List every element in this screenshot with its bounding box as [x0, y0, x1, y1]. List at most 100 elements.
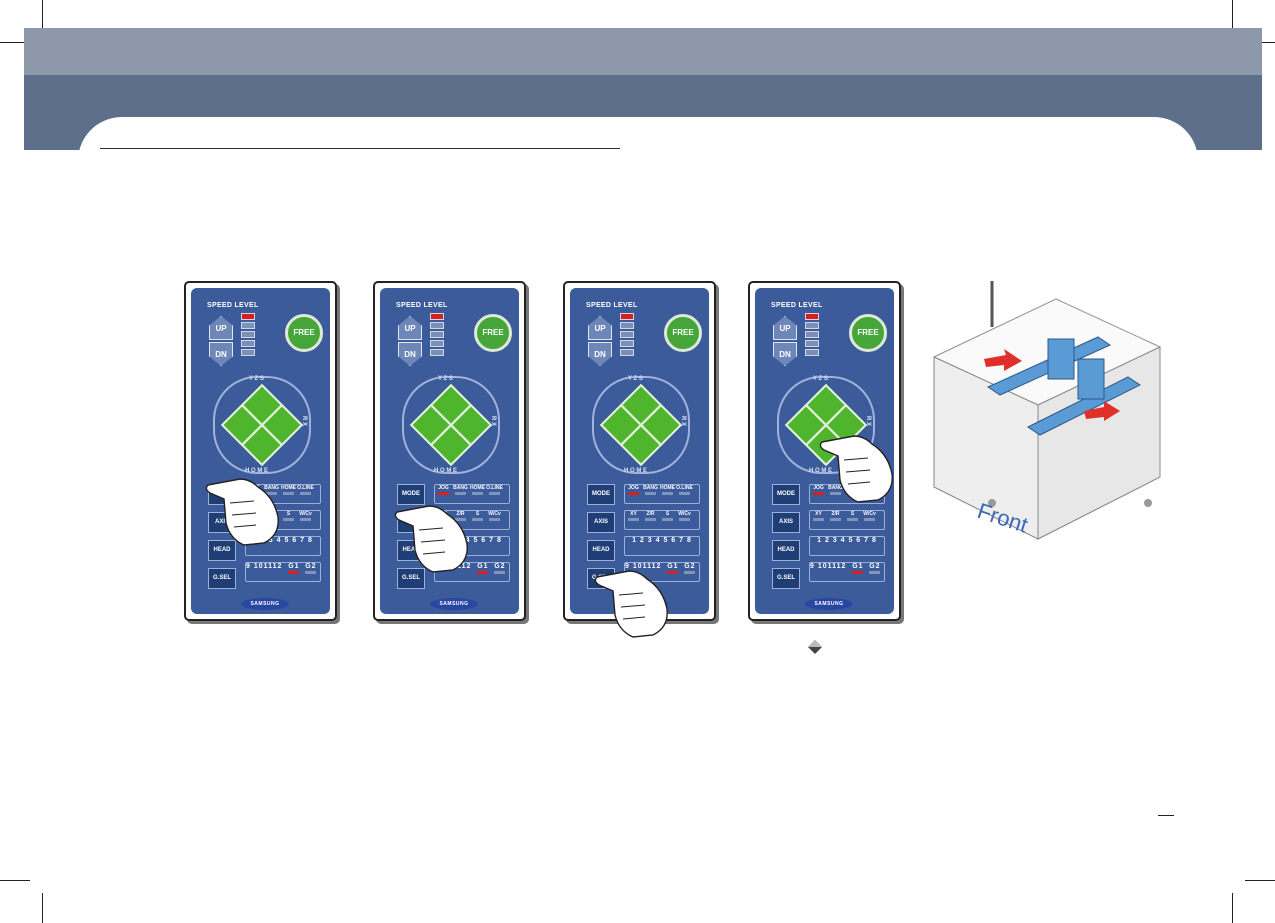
speed-level-indicator	[620, 313, 634, 365]
free-button[interactable]: FREE	[849, 314, 887, 352]
speed-control: UP DN	[773, 316, 797, 366]
free-button[interactable]: FREE	[285, 314, 323, 352]
axis-button[interactable]: AXIS	[587, 512, 615, 533]
content-tab	[78, 117, 1198, 177]
level-led	[620, 340, 634, 347]
gsel-button[interactable]: G.SEL	[397, 568, 425, 589]
home-label: HOME	[844, 485, 861, 495]
oline-label: O.LINE	[676, 485, 693, 495]
speed-level-label: SPEED LEVEL	[586, 302, 638, 309]
direction-pad: Y Z S R X H O M E	[402, 376, 500, 474]
led	[438, 518, 449, 521]
up-button[interactable]: UP	[209, 316, 233, 340]
mode-button[interactable]: MODE	[397, 484, 425, 505]
head-numbers: 9 101112	[810, 563, 847, 570]
head-row: 1 2 3 4 5 6 7 8	[245, 536, 321, 556]
axis-button[interactable]: AXIS	[772, 512, 800, 533]
remote-panel: SPEED LEVEL UP DN FREE Y Z S R X H O M E…	[748, 281, 901, 621]
led	[489, 492, 500, 495]
speed-control: UP DN	[209, 316, 233, 366]
up-button[interactable]: UP	[588, 316, 612, 340]
crop-mark	[0, 880, 30, 881]
pad-bottom-label: H O M E	[624, 468, 648, 474]
xy-label: XY	[810, 511, 827, 521]
led	[847, 518, 858, 521]
samsung-logo: SAMSUNG	[241, 598, 289, 610]
panel-face: SPEED LEVEL UP DN FREE Y Z S R X H O M E…	[380, 288, 519, 614]
header-band	[24, 28, 1262, 75]
s-label: S	[659, 511, 676, 521]
head-row: 1 2 3 4 5 6 7 8	[624, 536, 700, 556]
level-led	[620, 322, 634, 329]
head-numbers: 9 101112	[435, 563, 472, 570]
s-label: S	[280, 511, 297, 521]
wcv-label: W/Cv	[297, 511, 314, 521]
level-led	[241, 313, 255, 320]
mode-button[interactable]: MODE	[587, 484, 615, 505]
speed-control: UP DN	[398, 316, 422, 366]
up-button[interactable]: UP	[398, 316, 422, 340]
head-button[interactable]: HEAD	[587, 540, 615, 561]
bang-label: BANG	[642, 485, 659, 495]
led	[477, 571, 489, 574]
gsel-button[interactable]: G.SEL	[208, 568, 236, 589]
led	[494, 571, 506, 574]
axis-button[interactable]: AXIS	[208, 512, 236, 533]
dn-button[interactable]: DN	[398, 342, 422, 366]
oline-label: O.LINE	[297, 485, 314, 495]
xy-label: XY	[435, 511, 452, 521]
head-button[interactable]: HEAD	[772, 540, 800, 561]
free-button[interactable]: FREE	[474, 314, 512, 352]
led	[266, 492, 277, 495]
pad-top-label: Y Z S	[249, 376, 264, 382]
level-led	[430, 340, 444, 347]
led	[438, 492, 449, 495]
led	[662, 518, 673, 521]
head-button[interactable]: HEAD	[208, 540, 236, 561]
dn-button[interactable]: DN	[773, 342, 797, 366]
dn-button[interactable]: DN	[209, 342, 233, 366]
s-label: S	[469, 511, 486, 521]
g1-label: G1	[285, 563, 302, 574]
free-button[interactable]: FREE	[664, 314, 702, 352]
remote-panel: SPEED LEVEL UP DN FREE Y Z S R X H O M E…	[373, 281, 526, 621]
led	[266, 518, 277, 521]
function-buttons: MODE AXIS HEAD G.SEL	[772, 484, 800, 596]
g2-label: G2	[681, 563, 698, 574]
xy-label: XY	[625, 511, 642, 521]
gsel-button[interactable]: G.SEL	[772, 568, 800, 589]
mode-button[interactable]: MODE	[208, 484, 236, 505]
panel-face: SPEED LEVEL UP DN FREE Y Z S R X H O M E…	[570, 288, 709, 614]
crop-mark	[1232, 0, 1233, 30]
pad-right-label: R X	[865, 416, 871, 427]
jog-label: JOG	[246, 485, 263, 495]
led	[489, 518, 500, 521]
axis-button[interactable]: AXIS	[397, 512, 425, 533]
pad-bottom-label: H O M E	[809, 468, 833, 474]
jog-label: JOG	[625, 485, 642, 495]
bang-label: BANG	[263, 485, 280, 495]
head-button[interactable]: HEAD	[397, 540, 425, 561]
home-label: HOME	[280, 485, 297, 495]
level-led	[430, 349, 444, 356]
g1-label: G1	[849, 563, 866, 574]
mode-button[interactable]: MODE	[772, 484, 800, 505]
gsel-button[interactable]: G.SEL	[587, 568, 615, 589]
dn-button[interactable]: DN	[588, 342, 612, 366]
led	[864, 492, 875, 495]
remote-panel: SPEED LEVEL UP DN FREE Y Z S R X H O M E…	[184, 281, 337, 621]
led	[645, 492, 656, 495]
s-label: S	[844, 511, 861, 521]
level-led	[620, 349, 634, 356]
pad-right-label: R X	[301, 416, 307, 427]
led	[305, 571, 317, 574]
up-button[interactable]: UP	[773, 316, 797, 340]
crop-mark	[1245, 880, 1275, 881]
led	[455, 492, 466, 495]
